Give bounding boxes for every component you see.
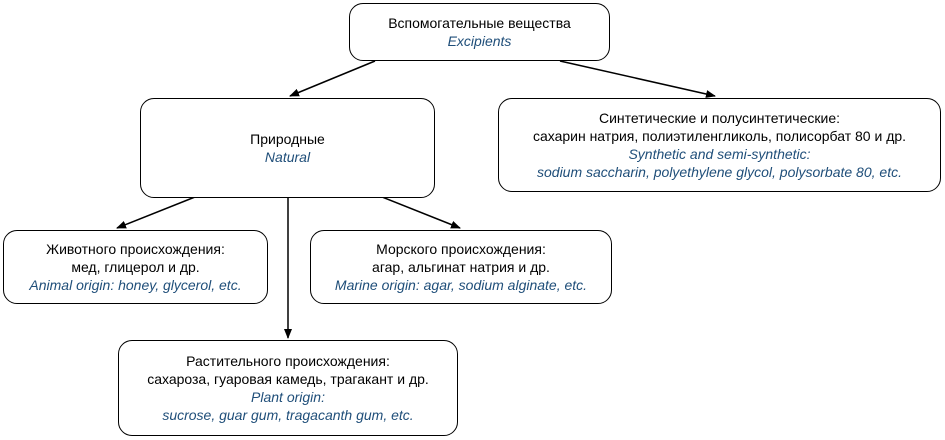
synthetic-en-line1: Synthetic and semi-synthetic: [628,146,811,162]
plant-ru-line2: сахароза, гуаровая камедь, трагакант и д… [147,371,429,387]
animal-origin-box: Животного происхождения: мед, глицерол и… [3,230,268,304]
arrow-natural-to-marine [371,192,461,229]
natural-title-en: Natural [264,149,311,165]
marine-ru-line1: Морского происхождения: [376,241,546,257]
natural-box: Природные Natural [140,98,435,198]
synthetic-ru-line1: Синтетические и полусинтетические: [598,110,840,126]
excipients-title-en: Excipients [447,33,512,49]
plant-origin-box: Растительного происхождения: сахароза, г… [118,340,458,436]
plant-en-line2: sucrose, guar gum, tragacanth gum, etc. [162,407,414,423]
excipients-box: Вспомогательные вещества Excipients [349,3,610,61]
arrow-natural-to-animal [116,192,206,229]
natural-title-ru: Природные [250,131,325,147]
animal-ru-line2: мед, глицерол и др. [71,259,200,275]
arrow-root-to-natural [289,60,376,97]
animal-en-line1: Animal origin: honey, glycerol, etc. [29,277,242,293]
marine-ru-line2: агар, альгинат натрия и др. [372,259,550,275]
marine-en-line1: Marine origin: agar, sodium alginate, et… [334,277,588,293]
excipients-title-ru: Вспомогательные вещества [388,15,571,31]
synthetic-ru-line2: сахарин натрия, полиэтиленгликоль, полис… [532,128,907,144]
synthetic-box: Синтетические и полусинтетические: сахар… [498,98,941,192]
synthetic-en-line2: sodium saccharin, polyethylene glycol, p… [537,164,902,180]
arrow-root-to-synthetic [559,60,716,98]
animal-ru-line1: Животного происхождения: [46,241,225,257]
plant-en-line1: Plant origin: [251,389,325,405]
marine-origin-box: Морского происхождения: агар, альгинат н… [310,230,612,304]
plant-ru-line1: Растительного происхождения: [186,353,390,369]
